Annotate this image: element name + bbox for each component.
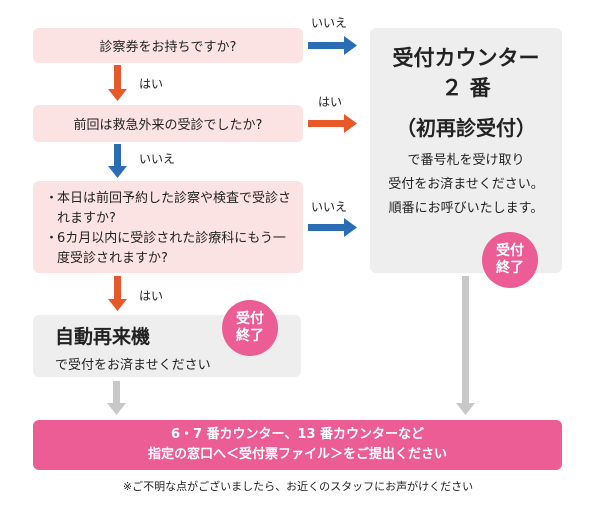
badge-line: 終了: [236, 328, 264, 344]
counter-info-line: 順番にお呼びいたします。: [388, 201, 544, 216]
arrow-auto-to-bottom: [107, 381, 126, 415]
arrow-q2-to-counter: [308, 114, 357, 133]
counter-info: で番号札を受け取り 受付をお済ませください。 順番にお呼びいたします。: [370, 149, 562, 221]
badge-line: 受付: [236, 311, 264, 327]
footnote: ※ご不明な点がございましたら、お近くのスタッフにお声がけください: [122, 480, 474, 493]
question-text: 診察券をお持ちですか?: [99, 40, 237, 55]
counter-info-line: で番号札を受け取り: [407, 153, 525, 168]
instruction-line: 指定の窓口へ＜受付票ファイル＞をご提出ください: [147, 447, 447, 462]
arrow-q3-to-auto: [108, 276, 127, 311]
arrow-q1-to-q2: [108, 65, 127, 101]
label-yes-3: はい: [139, 289, 164, 303]
question-item: ・ 6カ月以内に受診された診療科にもう一度受診されますか?: [45, 229, 293, 269]
question-card-reg: 診察券をお持ちですか?: [33, 28, 303, 63]
question-item-text: 6カ月以内に受診された診療科にもう一度受診されますか?: [57, 231, 286, 266]
label-no-1: いいえ: [311, 16, 348, 30]
bullet: ・: [45, 231, 59, 246]
auto-machine-title: 自動再来機: [55, 326, 151, 348]
question-item-text: 本日は前回予約した診察や検査で受診されますか?: [57, 191, 292, 226]
submit-instruction-bar: 6・7 番カウンター、13 番カウンターなど 指定の窓口へ＜受付票ファイル＞をご…: [33, 420, 562, 470]
question-emergency: 前回は救急外来の受診でしたか?: [33, 105, 303, 142]
counter-info-line: 受付をお済ませください。: [388, 177, 544, 192]
counter-number: ２ 番: [441, 76, 491, 100]
reception-complete-badge: 受付 終了: [482, 232, 538, 288]
label-yes-1: はい: [139, 77, 164, 91]
question-item: ・ 本日は前回予約した診察や検査で受診されますか?: [45, 189, 293, 229]
label-yes-2: はい: [318, 95, 343, 109]
label-no-3: いいえ: [311, 200, 348, 214]
badge-line: 受付: [496, 243, 524, 259]
arrow-counter-to-bottom: [456, 276, 475, 415]
question-appointment: ・ 本日は前回予約した診察や検査で受診されますか? ・ 6カ月以内に受診された診…: [33, 181, 303, 273]
auto-machine-subtitle: で受付をお済ませください: [55, 358, 211, 373]
counter-box: 受付カウンター ２ 番 （初再診受付） で番号札を受け取り 受付をお済ませくださ…: [370, 28, 562, 273]
instruction-line: 6・7 番カウンター、13 番カウンターなど: [170, 427, 425, 442]
question-text: 前回は救急外来の受診でしたか?: [73, 118, 263, 133]
bullet: ・: [45, 191, 59, 206]
badge-line: 終了: [496, 260, 524, 276]
label-no-2: いいえ: [139, 152, 176, 166]
counter-subtitle: （初再診受付）: [396, 116, 536, 140]
arrow-q3-to-counter: [308, 218, 357, 237]
counter-title: 受付カウンター: [392, 46, 540, 70]
reception-complete-badge: 受付 終了: [222, 300, 278, 356]
arrow-q2-to-q3: [108, 144, 127, 178]
arrow-q1-to-counter: [308, 36, 357, 55]
